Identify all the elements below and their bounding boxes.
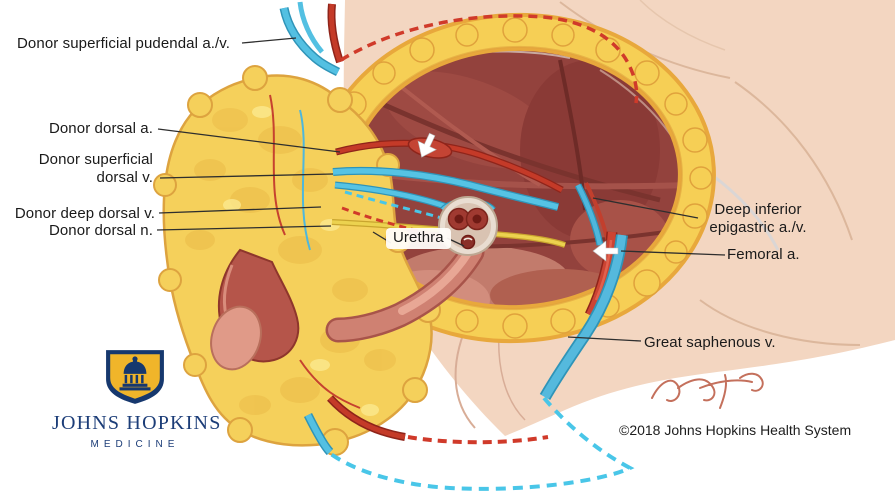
graft-path-dashed-lines [326, 14, 639, 491]
copyright-notice: ©2018 Johns Hopkins Health System [619, 422, 852, 438]
artist-signature [651, 372, 764, 409]
logo-division: MEDICINE [90, 439, 180, 450]
label-donor-dorsal-n: Donor dorsal n. [48, 222, 153, 239]
logo-org-name: JOHNS HOPKINS [52, 412, 222, 434]
urethra-tube [325, 239, 485, 343]
johns-hopkins-shield-icon [106, 350, 164, 404]
label-donor-dorsal-a: Donor dorsal a. [48, 120, 153, 137]
label-urethra: Urethra [386, 228, 451, 249]
penile-structures [210, 248, 300, 371]
flap-pedicle-vessels [279, 1, 406, 456]
label-donor-superficial-pudendal: Donor superficial pudendal a./v. [17, 35, 231, 52]
white-arrow-icon [417, 132, 619, 262]
label-great-saphenous-v: Great saphenous v. [644, 334, 776, 351]
label-femoral-a: Femoral a. [727, 246, 800, 263]
johns-hopkins-logo: JOHNS HOPKINS MEDICINE [52, 348, 222, 450]
label-donor-superficial-dorsal-v: Donor superficial dorsal v. [38, 151, 153, 186]
label-donor-deep-dorsal-v: Donor deep dorsal v. [14, 205, 155, 222]
label-deep-inferior-epigastric: Deep inferior epigastric a./v. [709, 201, 807, 236]
recipient-vessels [539, 182, 628, 401]
